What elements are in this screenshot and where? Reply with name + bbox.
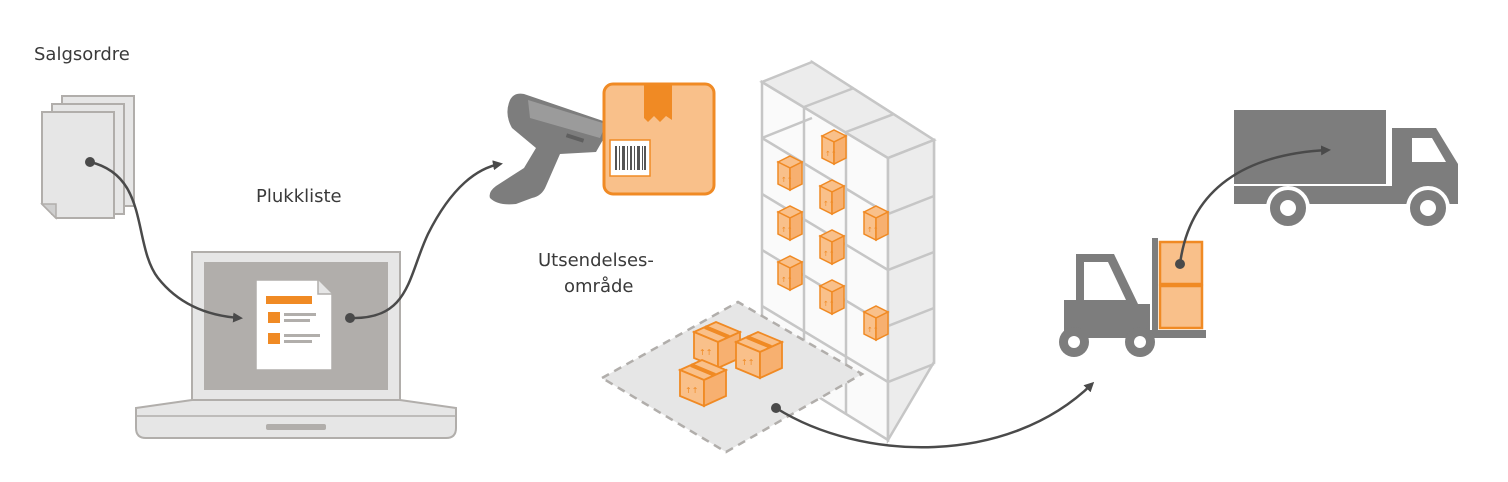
sales-orders-label: Salgsordre [34,44,130,65]
dispatch-area-zone [599,300,865,454]
dispatch-area-label-line1: Utsendelses- [538,250,654,271]
arrow-orders-to-picklist [89,160,243,323]
pick-list-document-icon [255,279,333,371]
arrow-forklift-to-truck [1178,145,1331,265]
barcode-scanner-icon [489,93,612,205]
flow-arrows [89,145,1331,449]
arrow-picklist-to-scanner [349,160,503,320]
dispatch-area-label-line2: område [564,276,634,297]
forklift-icon [1059,238,1206,357]
flow-start-dots [85,157,1185,413]
pick-list-label: Plukkliste [256,186,342,207]
sales-orders-document-stack-icon [40,95,135,220]
labelled-parcel-icon [602,82,716,196]
arrow-dispatch-to-forklift [775,381,1095,449]
truck-icon [1234,110,1458,230]
